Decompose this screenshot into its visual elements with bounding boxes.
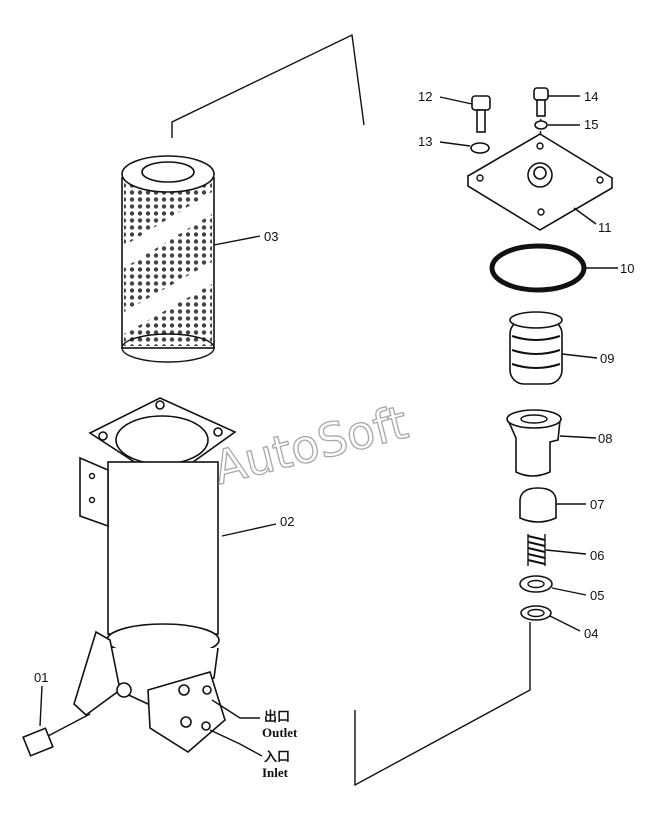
callout-09: 09 <box>600 351 614 366</box>
callout-15: 15 <box>584 117 598 132</box>
callout-11: 11 <box>598 220 612 235</box>
bolts-washers <box>470 87 549 154</box>
callout-07: 07 <box>590 497 604 512</box>
outlet-label-en: Outlet <box>262 725 298 740</box>
callout-12: 12 <box>418 89 432 104</box>
filter-element <box>121 155 215 363</box>
callout-08: 08 <box>598 431 612 446</box>
outlet-label-cn: 出口 <box>264 709 290 724</box>
filter-housing <box>73 397 237 753</box>
callout-01: 01 <box>34 670 48 685</box>
callout-04: 04 <box>584 626 598 641</box>
callout-14: 14 <box>584 89 598 104</box>
inlet-label-en: Inlet <box>262 765 289 780</box>
valve-stack <box>506 311 563 621</box>
callout-03: 03 <box>264 229 278 244</box>
callout-06: 06 <box>590 548 604 563</box>
inlet-label-cn: 入口 <box>264 749 290 764</box>
callout-10: 10 <box>620 261 634 276</box>
cover-plate <box>466 133 614 231</box>
o-ring <box>489 243 587 293</box>
watermark-text: AutoSoft <box>208 395 413 495</box>
callout-02: 02 <box>280 514 294 529</box>
callout-05: 05 <box>590 588 604 603</box>
drain-plug <box>22 713 91 757</box>
callout-13: 13 <box>418 134 432 149</box>
leader-lines <box>39 95 618 757</box>
